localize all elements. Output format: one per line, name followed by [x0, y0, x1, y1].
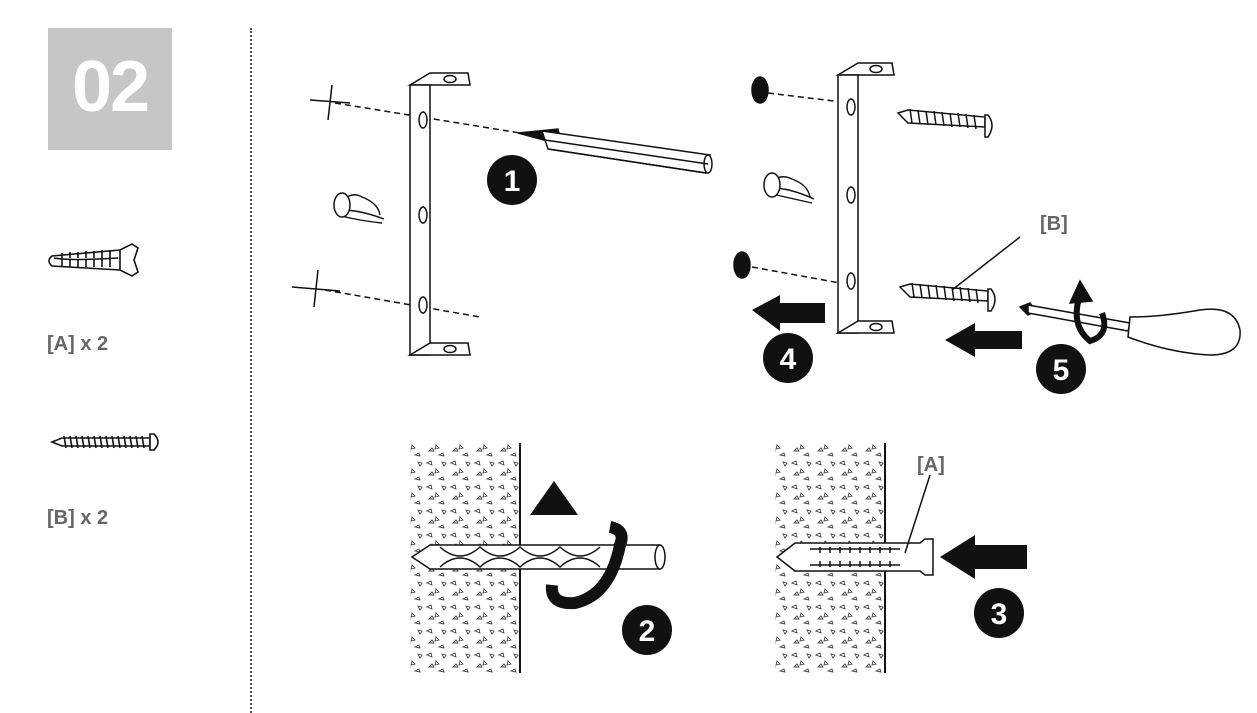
substep-3: 3 [974, 588, 1024, 638]
part-b-label: [B] x 2 [47, 507, 109, 529]
part-a-label: [A] x 2 [47, 333, 109, 355]
wall-plug [775, 538, 934, 576]
push-arrow-left [752, 295, 825, 331]
step-number-badge: 02 [48, 28, 172, 150]
svg-text:3: 3 [991, 598, 1008, 631]
leader-b [951, 236, 1021, 291]
cross-mark-bottom [291, 269, 341, 308]
bracket-mounted [835, 62, 895, 334]
callout-b: [B] [1040, 213, 1068, 235]
cross-mark-top [309, 84, 351, 121]
callout-a: [A] [917, 454, 945, 476]
step-number: 02 [71, 47, 150, 127]
leader-a [904, 474, 931, 554]
wall-hole-bottom [733, 251, 751, 279]
bracket [407, 72, 471, 356]
svg-text:1: 1 [504, 165, 521, 198]
svg-text:5: 5 [1053, 354, 1070, 387]
panel-screw-bracket: [B] 4 5 [733, 62, 1241, 394]
panel-mark-holes: 1 [291, 72, 713, 356]
panel-insert-plug: [A] 3 [775, 443, 1027, 673]
screw-top [896, 108, 993, 138]
svg-text:2: 2 [639, 615, 656, 648]
substep-4: 4 [763, 333, 813, 383]
dotted-divider [250, 28, 252, 713]
substep-2: 2 [622, 605, 672, 655]
screw-bottom [898, 282, 996, 312]
wall-hole-top [751, 76, 769, 104]
substep-1: 1 [487, 155, 537, 205]
wall-plug-icon [48, 243, 139, 277]
drill-bit [410, 544, 665, 570]
svg-text:4: 4 [780, 343, 797, 376]
rotation-arrow-drill [545, 521, 628, 610]
push-arrow-screwdriver [945, 323, 1022, 357]
pencil [517, 128, 713, 174]
panel-drill-wall: 2 [410, 443, 672, 673]
substep-5: 5 [1036, 344, 1086, 394]
push-arrow-plug [940, 535, 1027, 579]
screw-icon [49, 433, 159, 451]
rotation-arrow [1073, 294, 1108, 345]
